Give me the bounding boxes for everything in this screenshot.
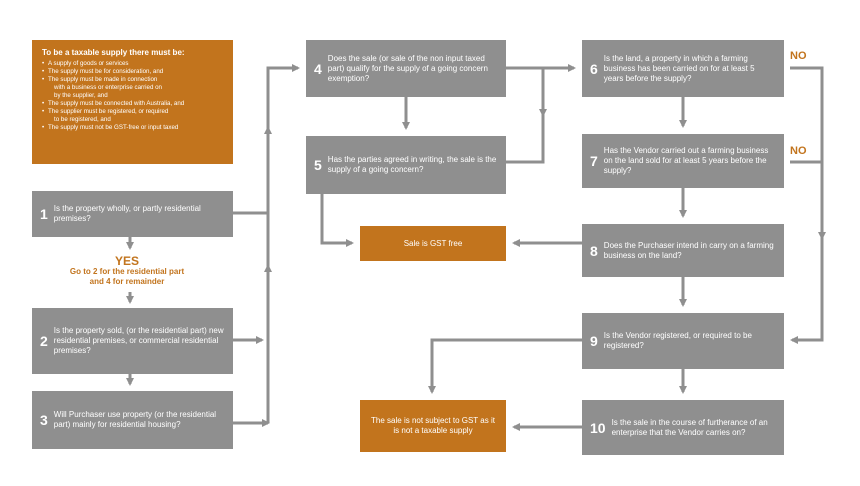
question-1-box: 1 Is the property wholly, or partly resi…: [32, 191, 233, 237]
question-number: 2: [40, 333, 48, 349]
question-text: Is the property sold, (or the residentia…: [53, 326, 224, 355]
requirement-line: The supply must not be GST-free or input…: [42, 124, 224, 132]
question-text: Does the sale (or sale of the non input …: [327, 53, 488, 83]
requirement-line: The supplier must be registered, or requ…: [42, 108, 224, 116]
no-label-q7: NO: [790, 145, 807, 157]
question-number: 9: [590, 333, 598, 349]
question-text: Is the property wholly, or partly reside…: [53, 204, 201, 223]
requirements-list: A supply of goods or services The supply…: [42, 60, 224, 132]
question-text: Is the sale in the course of furtherance…: [611, 417, 768, 437]
question-10-box: 10 Is the sale in the course of furthera…: [582, 400, 784, 455]
yes-note-line-1: Go to 2 for the residential part: [69, 267, 185, 276]
question-2-box: 2 Is the property sold, (or the resident…: [32, 308, 233, 374]
yes-branch-label: YES Go to 2 for the residential part and…: [32, 255, 222, 287]
question-4-box: 4 Does the sale (or sale of the non inpu…: [306, 40, 506, 97]
requirements-title: To be a taxable supply there must be:: [42, 48, 185, 57]
requirement-line: A supply of goods or services: [42, 60, 224, 68]
question-text: Has the parties agreed in writing, the s…: [327, 155, 497, 174]
question-number: 10: [590, 419, 606, 436]
question-number: 3: [40, 412, 48, 428]
requirement-line: The supply must be made in connection: [42, 76, 224, 84]
gst-free-outcome: Sale is GST free: [360, 226, 506, 261]
question-6-box: 6 Is the land, a property in which a far…: [582, 40, 784, 97]
question-number: 7: [590, 153, 598, 169]
question-text: Has the Vendor carried out a farming bus…: [603, 146, 769, 175]
yes-note-line-2: and 4 for remainder: [89, 277, 165, 286]
no-label-q6: NO: [790, 50, 807, 62]
question-7-box: 7 Has the Vendor carried out a farming b…: [582, 134, 784, 188]
requirement-line: with a business or enterprise carried on: [54, 84, 162, 91]
question-3-box: 3 Will Purchaser use property (or the re…: [32, 391, 233, 449]
question-text: Is the land, a property in which a farmi…: [603, 53, 755, 83]
question-number: 4: [314, 60, 322, 77]
arrow-q5-to-q6: [506, 68, 545, 164]
outcome-text: The sale is not subject to GST as it is …: [371, 416, 495, 435]
question-text: Is the Vendor registered, or required to…: [603, 331, 752, 350]
not-taxable-outcome: The sale is not subject to GST as it is …: [360, 400, 506, 452]
requirement-line: to be registered, and: [54, 116, 111, 123]
question-8-box: 8 Does the Purchaser intend in carry on …: [582, 224, 784, 277]
question-text: Will Purchaser use property (or the resi…: [53, 410, 217, 429]
outcome-text: Sale is GST free: [403, 238, 463, 248]
taxable-supply-requirements: To be a taxable supply there must be: A …: [32, 40, 233, 164]
question-text: Does the Purchaser intend in carry on a …: [603, 240, 774, 260]
requirement-line: by the supplier, and: [54, 92, 108, 99]
requirement-line: The supply must be connected with Austra…: [42, 100, 224, 108]
question-number: 6: [590, 60, 598, 77]
question-number: 5: [314, 157, 322, 173]
arrow-trunk-to-q4: [266, 64, 300, 423]
arrow-no-to-q9: [790, 66, 824, 344]
question-9-box: 9 Is the Vendor registered, or required …: [582, 313, 784, 369]
question-number: 8: [590, 242, 598, 259]
arrow-q9-to-not-subject: [428, 338, 582, 394]
question-5-box: 5 Has the parties agreed in writing, the…: [306, 136, 506, 194]
question-number: 1: [40, 206, 48, 222]
requirement-line: The supply must be for consideration, an…: [42, 68, 224, 76]
yes-label: YES: [114, 254, 139, 268]
arrow-q5-to-gst-free: [320, 194, 354, 247]
